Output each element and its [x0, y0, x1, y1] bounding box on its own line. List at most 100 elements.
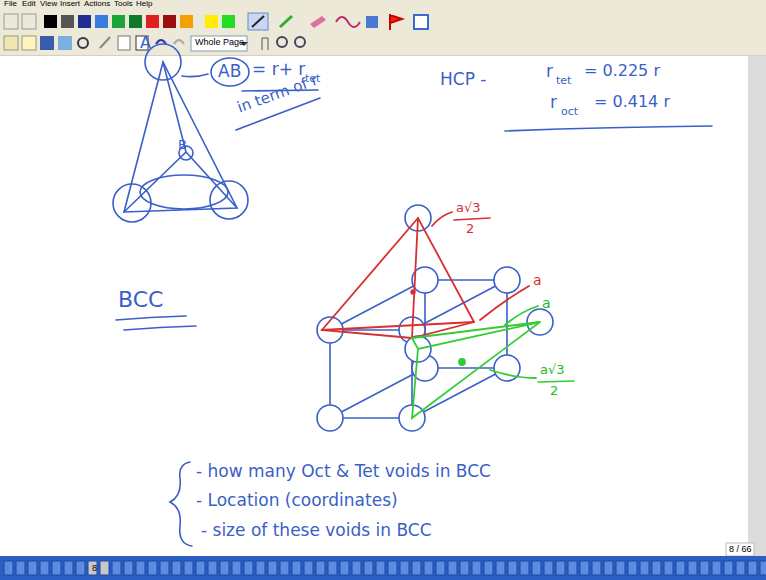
page-strip-part: [688, 561, 697, 575]
page-strip-part: [652, 561, 661, 575]
page-strip-part: [364, 561, 373, 575]
octahedral-void-part: [412, 218, 418, 338]
page-sheet-part: [748, 56, 766, 556]
tetrahedron-sketch: [113, 44, 330, 222]
page-strip-part: [28, 561, 37, 575]
toolbar-part: [44, 15, 57, 28]
page-strip-part: [328, 561, 337, 575]
page-strip-part: [388, 561, 397, 575]
dimension-label: a: [542, 296, 551, 311]
page-strip-part: [292, 561, 301, 575]
toolbar-part: [295, 37, 305, 47]
page-sheet-part: [726, 543, 754, 556]
page-strip-part: [220, 561, 229, 575]
page-strip-part: [304, 561, 313, 575]
page-strip-part: [556, 561, 565, 575]
structure-label: BCC: [118, 288, 163, 312]
bcc-cube-part: [494, 267, 520, 293]
toolbar-part: [262, 38, 268, 50]
octahedral-void-part: [432, 212, 452, 226]
page-strip-part: [76, 561, 85, 575]
fraction-bar-part: [538, 381, 574, 382]
toolbar: [0, 11, 766, 55]
menu-item: Tools: [114, 0, 133, 9]
toolbar-part: [163, 15, 176, 28]
page-strip-part: [196, 561, 205, 575]
dimension-label: 2: [466, 222, 474, 236]
zoom-select: Whole Page: [195, 38, 244, 48]
toolbar-part: [310, 16, 326, 28]
page-strip-part: [352, 561, 361, 575]
octahedral-void: [322, 212, 529, 338]
structure-label: HCP -: [440, 70, 486, 89]
subscript: oct: [561, 106, 578, 118]
page-strip-part: [232, 561, 241, 575]
toolbar-part: [0, 11, 766, 55]
toolbar-part: [252, 16, 264, 27]
toolbar-part: [390, 14, 402, 30]
page-strip-part: [244, 561, 253, 575]
page-strip-part: [340, 561, 349, 575]
page-strip-part: [268, 561, 277, 575]
hcp-underline-part: [116, 316, 186, 320]
tetrahedron-sketch-part: [250, 125, 330, 168]
page-strip-part: [100, 561, 109, 575]
radius-symbol: r: [546, 62, 553, 81]
page-strip-part: [400, 561, 409, 575]
radius-value: = 0.414 r: [594, 93, 670, 111]
page-sheet-part: [0, 56, 748, 556]
toolbar-part: [78, 15, 91, 28]
page-strip-part: [160, 561, 169, 575]
toolbar-part: [280, 16, 292, 27]
page-strip-part: [136, 561, 145, 575]
page-strip-part: [124, 561, 133, 575]
page-strip-part: [508, 561, 517, 575]
toolbar-part: [22, 14, 36, 29]
toolbar-part: [61, 15, 74, 28]
page-strip-part: [664, 561, 673, 575]
page-strip-part: [460, 561, 469, 575]
page-strip-part: [604, 561, 613, 575]
page-strip-part: [592, 561, 601, 575]
page-strip-part: [112, 561, 121, 575]
toolbar-part: [222, 15, 235, 28]
octahedral-void-part: [322, 322, 474, 330]
octahedral-void-part: [480, 286, 529, 320]
tetrahedral-void: [412, 306, 540, 418]
equation-text: = r+ r: [252, 60, 305, 79]
page-strip-part: [532, 561, 541, 575]
menu-item: Insert: [60, 0, 80, 9]
page-strip-part: [52, 561, 61, 575]
distance-label: AB: [218, 62, 241, 81]
page-strip-part: [208, 561, 217, 575]
toolbar-part: [248, 13, 268, 30]
octahedral-void-part: [411, 290, 415, 294]
menu-item: Help: [136, 0, 152, 9]
tetrahedron-sketch-part: [210, 181, 248, 219]
menu-item: Actions: [84, 0, 110, 9]
toolbar-part: [205, 15, 218, 28]
toolbar-part: [277, 37, 287, 47]
page-strip-part: [88, 561, 97, 575]
tetrahedron-sketch-part: [113, 184, 151, 222]
toolbar-part: [129, 15, 142, 28]
tetrahedron-sketch-part: [140, 175, 228, 209]
page-strip-part: [712, 561, 721, 575]
curly-brace-part: [170, 462, 192, 546]
toolbar-part: [366, 16, 378, 28]
subscript: tet: [556, 75, 571, 87]
toolbar-part: [22, 36, 36, 50]
toolbar-part: [100, 37, 110, 48]
note-text: - size of these voids in BCC: [201, 521, 432, 540]
radius-symbol: r: [550, 93, 557, 112]
toolbar-part: [4, 14, 18, 29]
page-strip-part: [496, 561, 505, 575]
fraction-bar: [454, 218, 574, 382]
bcc-cube-part: [317, 405, 343, 431]
toolbar-part: [118, 36, 130, 50]
page-strip-part: [172, 561, 181, 575]
page-strip-part: [4, 561, 13, 575]
page-strip-part: [316, 561, 325, 575]
bcc-cube-part: [330, 330, 412, 418]
toolbar-part: [95, 15, 108, 28]
